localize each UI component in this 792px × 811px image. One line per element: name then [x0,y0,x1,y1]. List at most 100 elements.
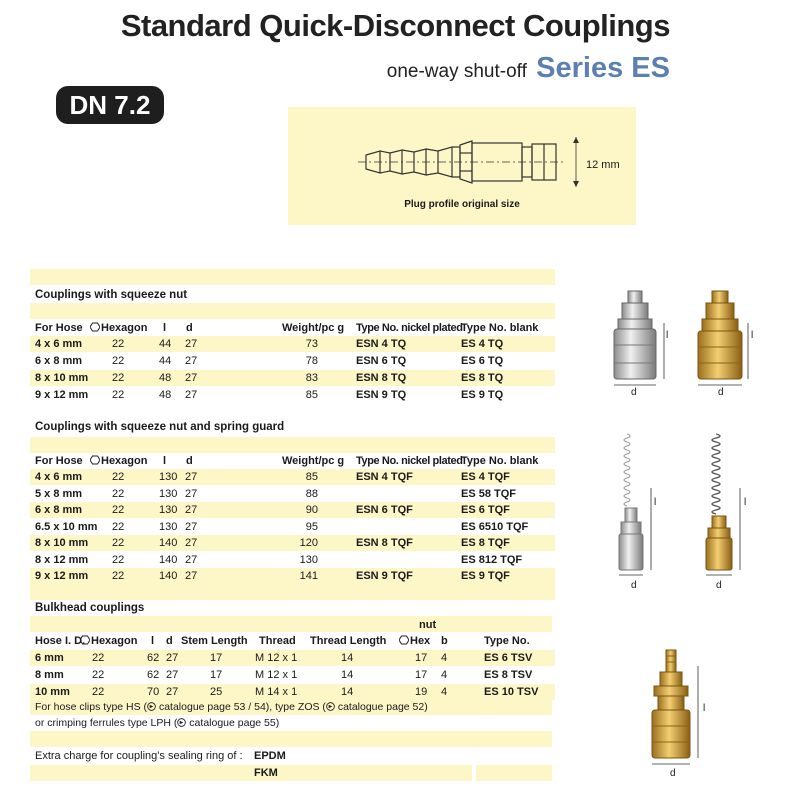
band [30,269,555,285]
section3-title: Bulkhead couplings [35,602,145,614]
table-cell: 22 [112,338,125,350]
dim-l: l [654,497,657,508]
table-cell: 14 [341,669,354,681]
table-cell: 22 [112,553,125,566]
col-l: l [163,455,167,467]
table-cell: ES 8 TQF [461,537,510,549]
col-thread: Thread [259,635,296,647]
table-cell: 4 [441,669,448,681]
table-cell: 44 [159,338,172,350]
table-cell: 141 [299,570,318,582]
table-cell: ES 9 TQF [461,570,510,582]
band [30,731,552,747]
extra-charge-label: Extra charge for coupling's sealing ring… [35,750,243,762]
table-cell: ES 9 TQ [461,389,504,401]
table-cell: ES 6510 TQF [461,520,529,533]
table-cell: 8 x 12 mm [35,553,89,566]
table-cell: 85 [305,471,318,483]
table-cell: 85 [305,389,318,401]
table-cell: 14 [341,686,354,698]
table-cell: ES 58 TQF [461,487,517,500]
table-cell: 70 [147,686,160,698]
col-for-hose: For Hose [35,322,83,334]
table-cell: 22 [112,389,125,401]
col-b: b [441,635,448,647]
extra-option-epdm: EPDM [254,750,286,762]
table-cell: 5 x 8 mm [35,487,83,500]
table-cell: 27 [185,570,198,582]
table-cell: 8 mm [35,669,64,681]
table-cell: 27 [185,372,198,384]
table-cell: 27 [166,652,179,664]
plug-profile-figure: 12 mm Plug profile original size [288,107,636,225]
table-cell: 140 [159,537,178,549]
hexagon-icon [90,322,100,332]
table-cell: 27 [185,537,198,549]
table-cell: 140 [159,553,178,566]
table-cell: 90 [305,504,318,516]
col-weight: Weight/pc g [282,455,345,467]
table-cell: 19 [415,686,428,698]
table-cell: ESN 9 TQF [356,570,413,582]
section1-title: Couplings with squeeze nut [35,289,188,301]
table-cell: ES 10 TSV [484,686,539,698]
photo-nickel-spring-coupling [618,433,652,576]
col-l: l [151,635,155,647]
page-subtitle: one-way shut-off Series ES [0,52,670,85]
table-cell: 88 [305,487,318,500]
table-cell: 95 [305,520,318,533]
dim-d: d [631,387,637,398]
nut-label: nut [419,619,437,631]
row-band [30,370,555,386]
table-cell: ESN 8 TQ [356,372,407,384]
table-cell: 120 [299,537,318,549]
table-cell: ES 4 TQF [461,471,510,483]
table-cell: 4 x 6 mm [35,471,83,483]
col-for-hose: For Hose [35,455,83,467]
catalogue-arrow-icon [147,702,156,711]
table-cell: 27 [185,355,198,367]
table-cell: 4 [441,686,448,698]
table-cell: 27 [166,686,179,698]
photo-bulkhead-coupling [651,649,699,765]
dim-d: d [718,387,724,398]
table-cell: 14 [341,652,354,664]
dn-badge: DN 7.2 [56,86,164,124]
table-cell: 17 [415,669,428,681]
table-cell: 22 [92,652,105,664]
col-d: d [186,455,193,467]
table-cell: 22 [112,520,125,533]
table-cell: ES 4 TQ [461,338,504,350]
table-cell: M 14 x 1 [255,686,298,698]
table-cell: 27 [185,504,198,516]
photo-brass-coupling [697,290,749,386]
col-blank: Type No. blank [461,455,539,467]
table-cell: 44 [159,355,172,367]
table-cell: ESN 8 TQF [356,537,413,549]
table-cell: 22 [112,487,125,500]
table-cell: ESN 6 TQF [356,504,413,516]
table-cell: 4 [441,652,448,664]
hexagon-icon [399,635,409,645]
row-band [30,336,555,352]
table-cell: 4 x 6 mm [35,338,83,350]
table-cell: 27 [185,520,198,533]
plug-profile-drawing [358,137,579,187]
table-cell: 22 [112,471,125,483]
col-nickel: Type No. nickel plated [356,322,463,334]
table-cell: 17 [210,669,223,681]
table-cell: 130 [159,471,178,483]
col-type-no: Type No. [484,635,530,647]
col-weight: Weight/pc g [282,322,345,334]
col-l: l [163,322,167,334]
table-cell: 130 [159,504,178,516]
table-cell: ESN 4 TQ [356,338,407,350]
table-cell: 22 [92,669,105,681]
table-cell: ES 8 TSV [484,669,533,681]
table-cell: 6.5 x 10 mm [35,520,98,533]
col-hose-id: Hose I. D. [35,635,86,647]
table-cell: M 12 x 1 [255,652,298,664]
band [30,616,552,632]
band [30,765,472,781]
table-cell: ES 6 TQF [461,504,510,516]
